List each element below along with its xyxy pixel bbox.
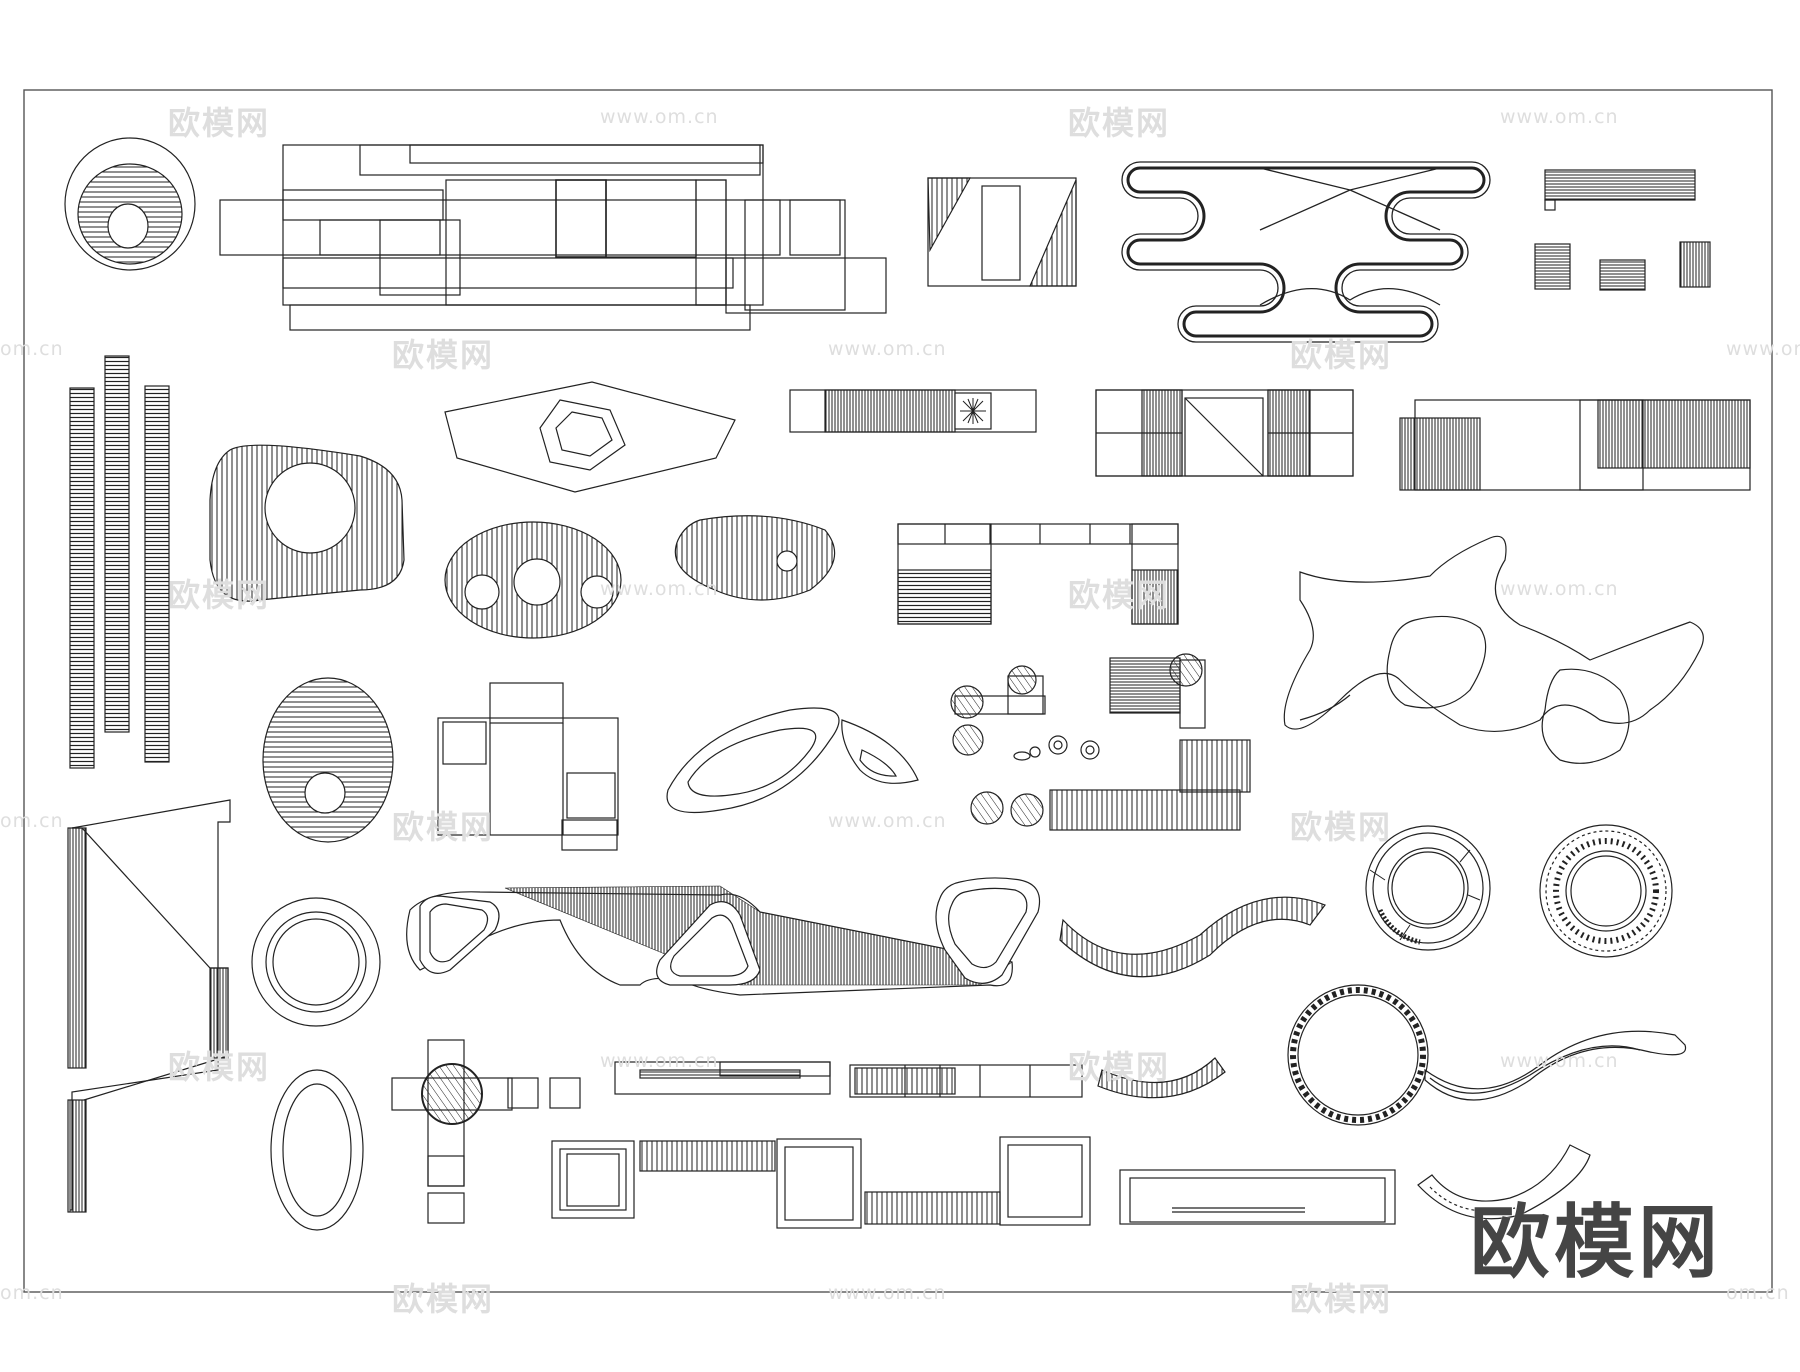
branching-organic-bench [1283, 535, 1704, 764]
long-bench-strip-a [614, 1061, 831, 1095]
leaf-ring-bench [666, 707, 919, 814]
oval-ring-bench [270, 1069, 364, 1231]
long-bench-strip-b [849, 1064, 1083, 1098]
s-curve-bench [1059, 896, 1326, 978]
tall-ladder-benches [69, 355, 170, 769]
square-planters-with-bench [551, 1136, 1091, 1229]
circular-seating-ring-a [1365, 825, 1491, 951]
triangle-round-bench [209, 444, 405, 602]
zigzag-bench [67, 799, 231, 1213]
oval-bench-three-holes [444, 521, 622, 639]
planter-bench-with-trees [950, 653, 1251, 831]
teardrop-bench [674, 515, 836, 601]
stacked-block-bench [219, 144, 887, 331]
quad-panel-bench [1095, 389, 1354, 477]
diagonal-planter-bench [927, 177, 1077, 287]
wide-striped-bench [1399, 399, 1751, 491]
small-hatched-benches [1534, 169, 1711, 291]
brand-logo-text: 欧模网 [1470, 1196, 1722, 1289]
striped-linear-bench-with-tree [789, 389, 1037, 433]
sheet-frame [23, 89, 1773, 1293]
serpentine-long-bench [1121, 161, 1491, 343]
ring-bench [251, 897, 381, 1027]
wave-bench [1424, 1030, 1687, 1101]
oval-bench-hatched [64, 137, 196, 271]
u-shaped-bench [897, 523, 1179, 625]
circle-ring-segmented-bench [1287, 984, 1429, 1126]
long-organic-triangle-bench [406, 877, 1041, 996]
oval-hatched-bench [262, 677, 394, 843]
modular-square-planters [437, 682, 619, 851]
cross-tree-planter [391, 1039, 581, 1224]
long-rectangular-bench [1119, 1169, 1396, 1225]
circular-seating-ring-b [1539, 824, 1673, 958]
arc-bench [1097, 1057, 1226, 1099]
curved-arc-bench [1417, 1144, 1591, 1220]
hexagon-diamond-planter [444, 381, 736, 493]
